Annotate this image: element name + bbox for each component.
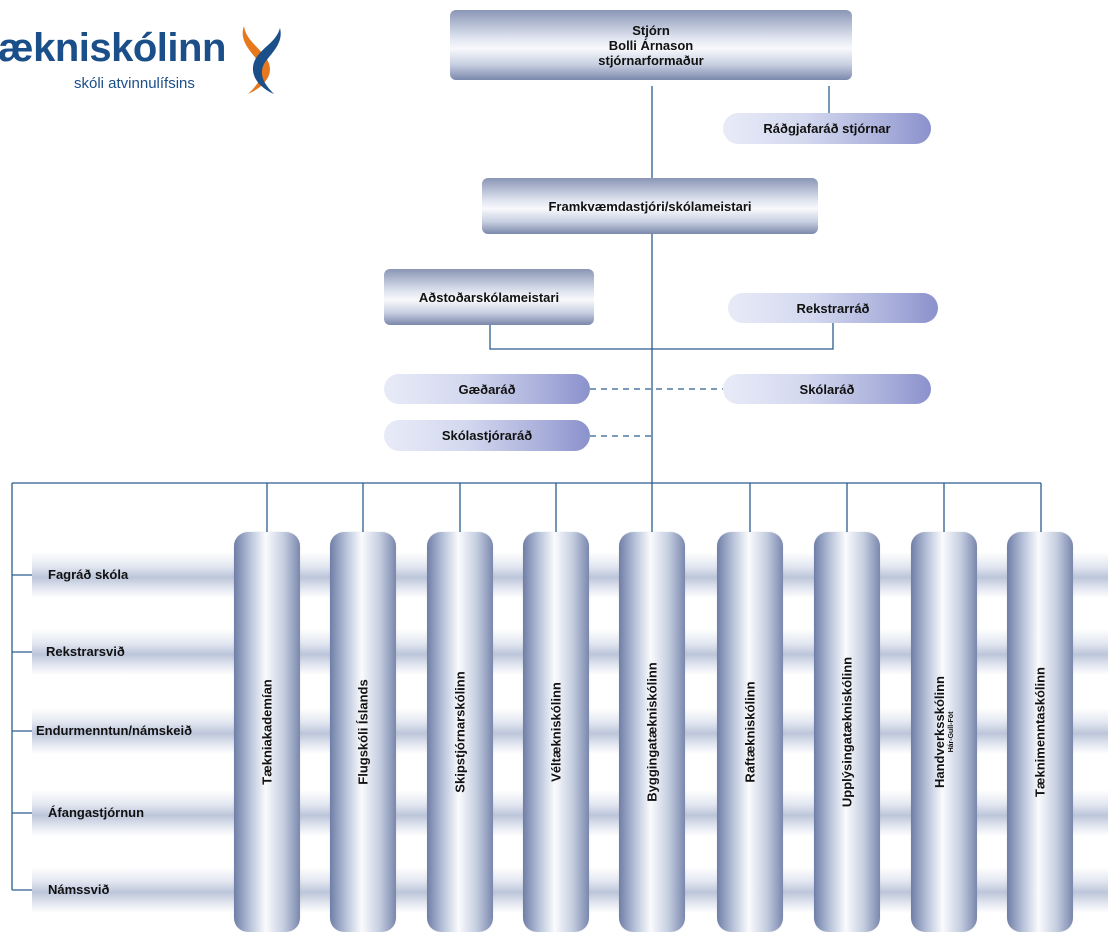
- school-name: Skipstjórnarskólinn: [452, 671, 468, 793]
- division-label: Áfangastjórnun: [48, 805, 145, 820]
- school-subtitle: Hár-Gull-Föt: [948, 711, 955, 753]
- operations-council-box: Rekstrarráð: [728, 293, 938, 323]
- school-name: Upplýsingatækniskólinn: [839, 656, 855, 808]
- board-title: Stjórn: [632, 22, 670, 38]
- school-council-label: Skólaráð: [799, 381, 855, 397]
- school-column: Raftækniskólinn: [717, 532, 783, 932]
- school-name: Handverksskólinn: [932, 676, 947, 788]
- assistant-box: Aðstoðarskólameistari: [384, 269, 594, 325]
- logo-tagline: skóli atvinnulífsins: [74, 75, 195, 92]
- operations-council-label: Rekstrarráð: [796, 300, 870, 316]
- advisory-board-box: Ráðgjafaráð stjórnar: [723, 113, 931, 144]
- school-name: Tæknimenntaskólinn: [1032, 666, 1048, 798]
- school-column: Véltækniskólinn: [523, 532, 589, 932]
- division-label: Námssvið: [48, 882, 110, 897]
- division-label: Fagráð skóla: [48, 567, 129, 582]
- division-label: Rekstrarsvið: [46, 644, 125, 659]
- school-name: Byggingatækniskólinn: [644, 662, 660, 802]
- board-person: Bolli Árnason: [608, 37, 694, 53]
- division-label: Endurmenntun/námskeið: [36, 723, 193, 738]
- school-column: Skipstjórnarskólinn: [427, 532, 493, 932]
- logo-flame-icon: [242, 26, 281, 94]
- school-name: Véltækniskólinn: [548, 682, 564, 782]
- school-column: Tæknimenntaskólinn: [1007, 532, 1073, 932]
- ceo-box: Framkvæmdastjóri/skólameistari: [482, 178, 818, 234]
- school-column: Tækniakademían: [234, 532, 300, 932]
- quality-council-label: Gæðaráð: [458, 381, 516, 397]
- principals-council-label: Skólastjóraráð: [441, 428, 533, 443]
- board-box: Stjórn Bolli Árnason stjórnarformaður: [450, 10, 852, 80]
- school-name: Tækniakademían: [259, 679, 275, 785]
- logo-wordmark: ækniskólinn: [0, 26, 226, 70]
- advisory-board-label: Ráðgjafaráð stjórnar: [763, 121, 891, 136]
- ceo-label: Framkvæmdastjóri/skólameistari: [548, 198, 752, 214]
- board-role: stjórnarformaður: [598, 52, 704, 68]
- school-column: Upplýsingatækniskólinn: [814, 532, 880, 932]
- school-column: Flugskóli Íslands: [330, 532, 396, 932]
- school-council-box: Skólaráð: [723, 374, 931, 404]
- assistant-label: Aðstoðarskólameistari: [418, 289, 560, 305]
- school-column: Byggingatækniskólinn: [619, 532, 685, 932]
- logo: ækniskólinn skóli atvinnulífsins: [0, 22, 300, 102]
- school-name: Flugskóli Íslands: [355, 679, 371, 785]
- quality-council-box: Gæðaráð: [384, 374, 590, 404]
- school-name-block: Handverksskólinn Hár-Gull-Föt: [932, 676, 956, 788]
- school-column: Handverksskólinn Hár-Gull-Föt: [911, 532, 977, 932]
- principals-council-box: Skólastjóraráð: [384, 420, 590, 451]
- school-name: Raftækniskólinn: [742, 681, 758, 783]
